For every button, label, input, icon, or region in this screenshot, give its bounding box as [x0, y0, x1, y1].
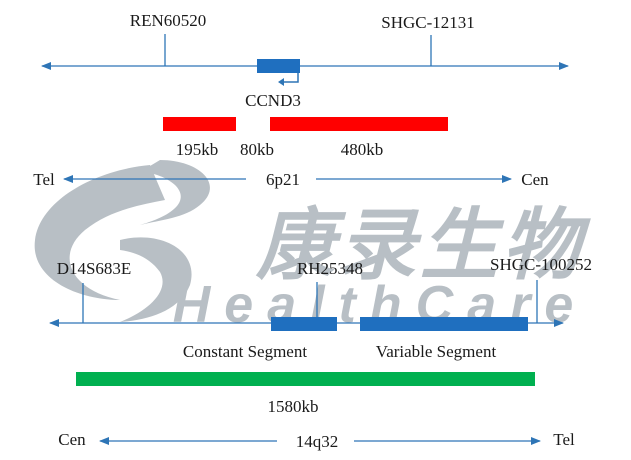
- ccnd3-gene-box: [257, 59, 300, 73]
- marker-label-rh25348: RH25348: [297, 259, 363, 278]
- segment-label-variable: Variable Segment: [376, 342, 497, 361]
- segment-label-80kb: 80kb: [240, 140, 274, 159]
- gene-label-ccnd3: CCND3: [245, 91, 301, 110]
- marker-label-shgc-100252: SHGC-100252: [490, 255, 592, 274]
- segment-label-480kb: 480kb: [341, 140, 384, 159]
- ccnd3-orientation-arrow-icon: [284, 73, 299, 83]
- marker-label-shgc-12131: SHGC-12131: [381, 13, 475, 32]
- segment-label-1580kb: 1580kb: [268, 397, 319, 416]
- segment-label-constant: Constant Segment: [183, 342, 307, 361]
- ccnd3-arrow-tip-icon: [278, 78, 284, 86]
- watermark: 康录生物 HealthCare: [34, 160, 591, 334]
- marker-label-ren60520: REN60520: [130, 11, 207, 30]
- probe-segment-480kb: [270, 117, 448, 131]
- axis-end-tel-bottom: Tel: [553, 430, 575, 449]
- band-label-6p21: 6p21: [266, 170, 300, 189]
- axis-end-cen-top: Cen: [521, 170, 549, 189]
- watermark-logo-icon: [34, 160, 211, 322]
- variable-segment-bar: [360, 317, 528, 331]
- probe-segment-1580kb: [76, 372, 535, 386]
- bottom-panel: D14S683E RH25348 SHGC-100252 Constant Se…: [49, 255, 592, 451]
- marker-label-d14s683e: D14S683E: [57, 259, 132, 278]
- constant-segment-bar: [271, 317, 337, 331]
- axis-end-tel-top: Tel: [33, 170, 55, 189]
- axis-end-cen-bottom: Cen: [58, 430, 86, 449]
- watermark-cn-text: 康录生物: [255, 201, 591, 291]
- top-panel: REN60520 SHGC-12131 CCND3 195kb 80kb 480…: [33, 11, 569, 189]
- probe-segment-195kb: [163, 117, 236, 131]
- segment-label-195kb: 195kb: [176, 140, 219, 159]
- band-label-14q32: 14q32: [296, 432, 339, 451]
